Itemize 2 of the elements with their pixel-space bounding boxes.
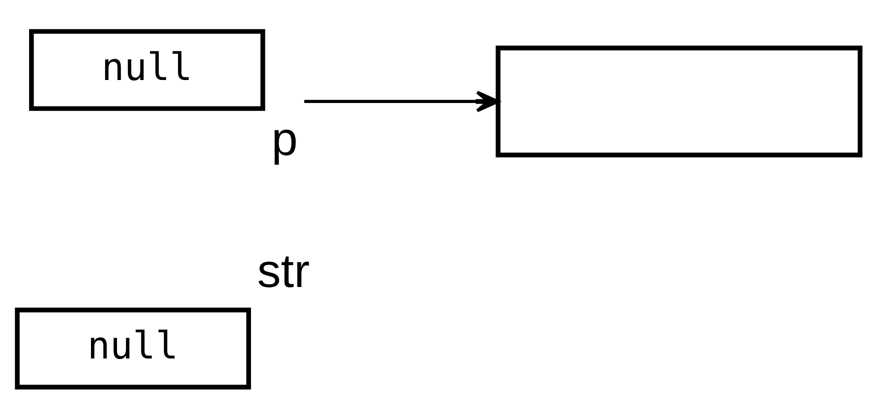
node-label: str xyxy=(257,244,310,298)
node-label: p xyxy=(271,112,298,166)
